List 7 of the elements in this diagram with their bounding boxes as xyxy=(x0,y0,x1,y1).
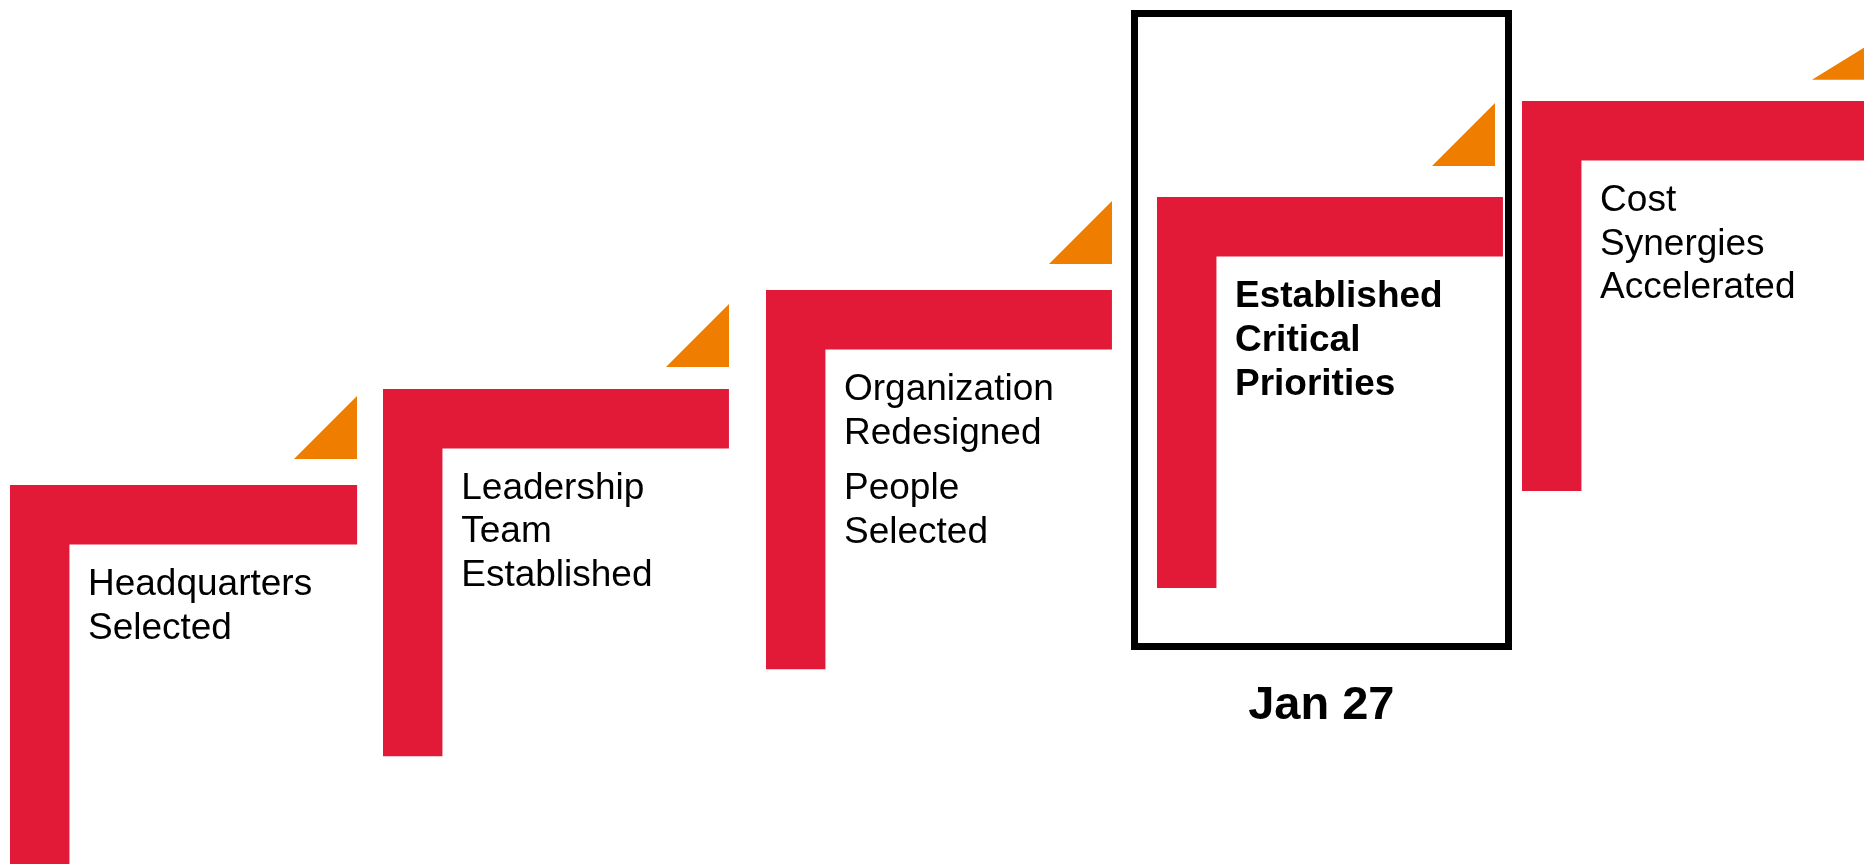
step-label: Headquarters Selected xyxy=(87,561,313,649)
date-label: Jan 27 xyxy=(1247,675,1396,731)
step-label: Organization Redesigned xyxy=(844,366,1054,454)
step-label: Established Critical Priorities xyxy=(1235,273,1443,405)
step-label: Leadership Team Established xyxy=(461,464,653,596)
step-label: Cost Synergies Accelerated xyxy=(1600,177,1796,309)
step-label: People Selected xyxy=(844,465,988,553)
